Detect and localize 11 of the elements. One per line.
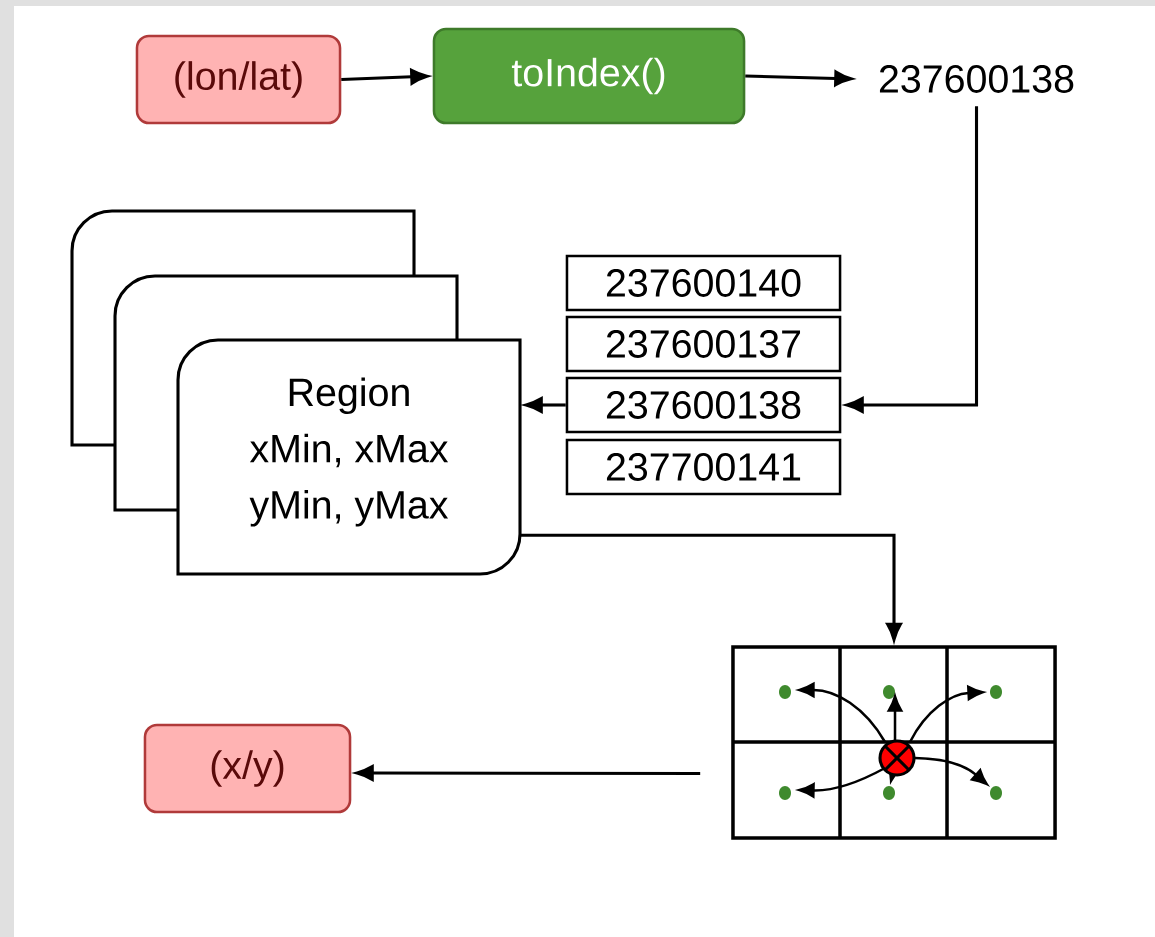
index-cell: 237600140	[565, 254, 842, 312]
index-cell: 237700141	[565, 438, 842, 496]
function-box: toIndex()	[432, 27, 746, 125]
index-cell: 237600138	[565, 376, 842, 434]
input-box: (lon/lat)	[135, 34, 342, 125]
region-card: Region xMin, xMax yMin, yMax	[176, 338, 522, 576]
index-cell: 237600137	[565, 315, 842, 373]
input-box: (x/y)	[143, 723, 352, 814]
index-value: 237600138	[879, 65, 1074, 93]
grid-drawing	[731, 645, 1057, 840]
arrow	[524, 397, 566, 413]
